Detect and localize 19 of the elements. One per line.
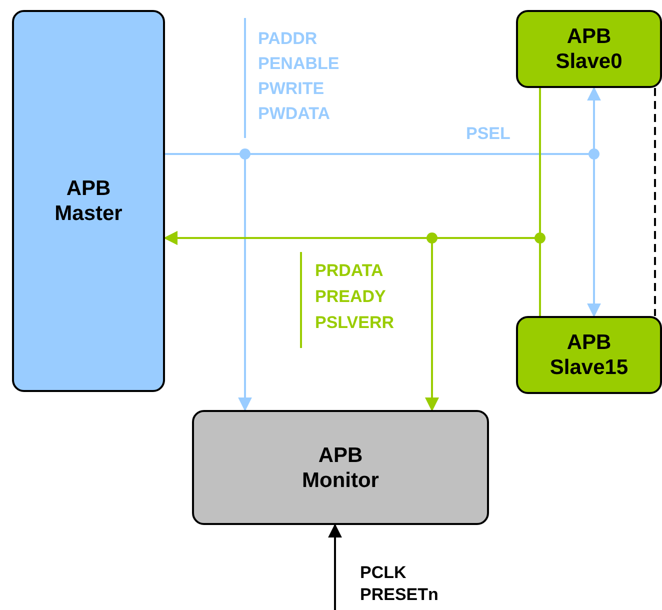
connector-line [654, 88, 656, 316]
signal-label: PWRITE [258, 79, 324, 99]
arrow [328, 524, 342, 610]
block-title: APB Slave15 [548, 330, 630, 380]
signal-label: PENABLE [258, 54, 340, 74]
signal-label: PSLVERR [315, 313, 394, 333]
signal-label: PRDATA [315, 261, 384, 281]
block-title: APB Master [54, 176, 124, 226]
signal-label: PREADY [315, 287, 386, 307]
monitor-block [192, 410, 489, 525]
block-title: APB Monitor [301, 442, 380, 492]
signal-label: PADDR [258, 29, 318, 49]
signal-label: PSEL [466, 124, 510, 144]
slave-block [516, 316, 662, 394]
master-block [12, 10, 165, 392]
slave-block [516, 10, 662, 88]
block-title: APB Slave0 [554, 24, 624, 74]
signal-label: PCLK PRESETn [360, 562, 440, 606]
signal-label: PWDATA [258, 104, 330, 124]
